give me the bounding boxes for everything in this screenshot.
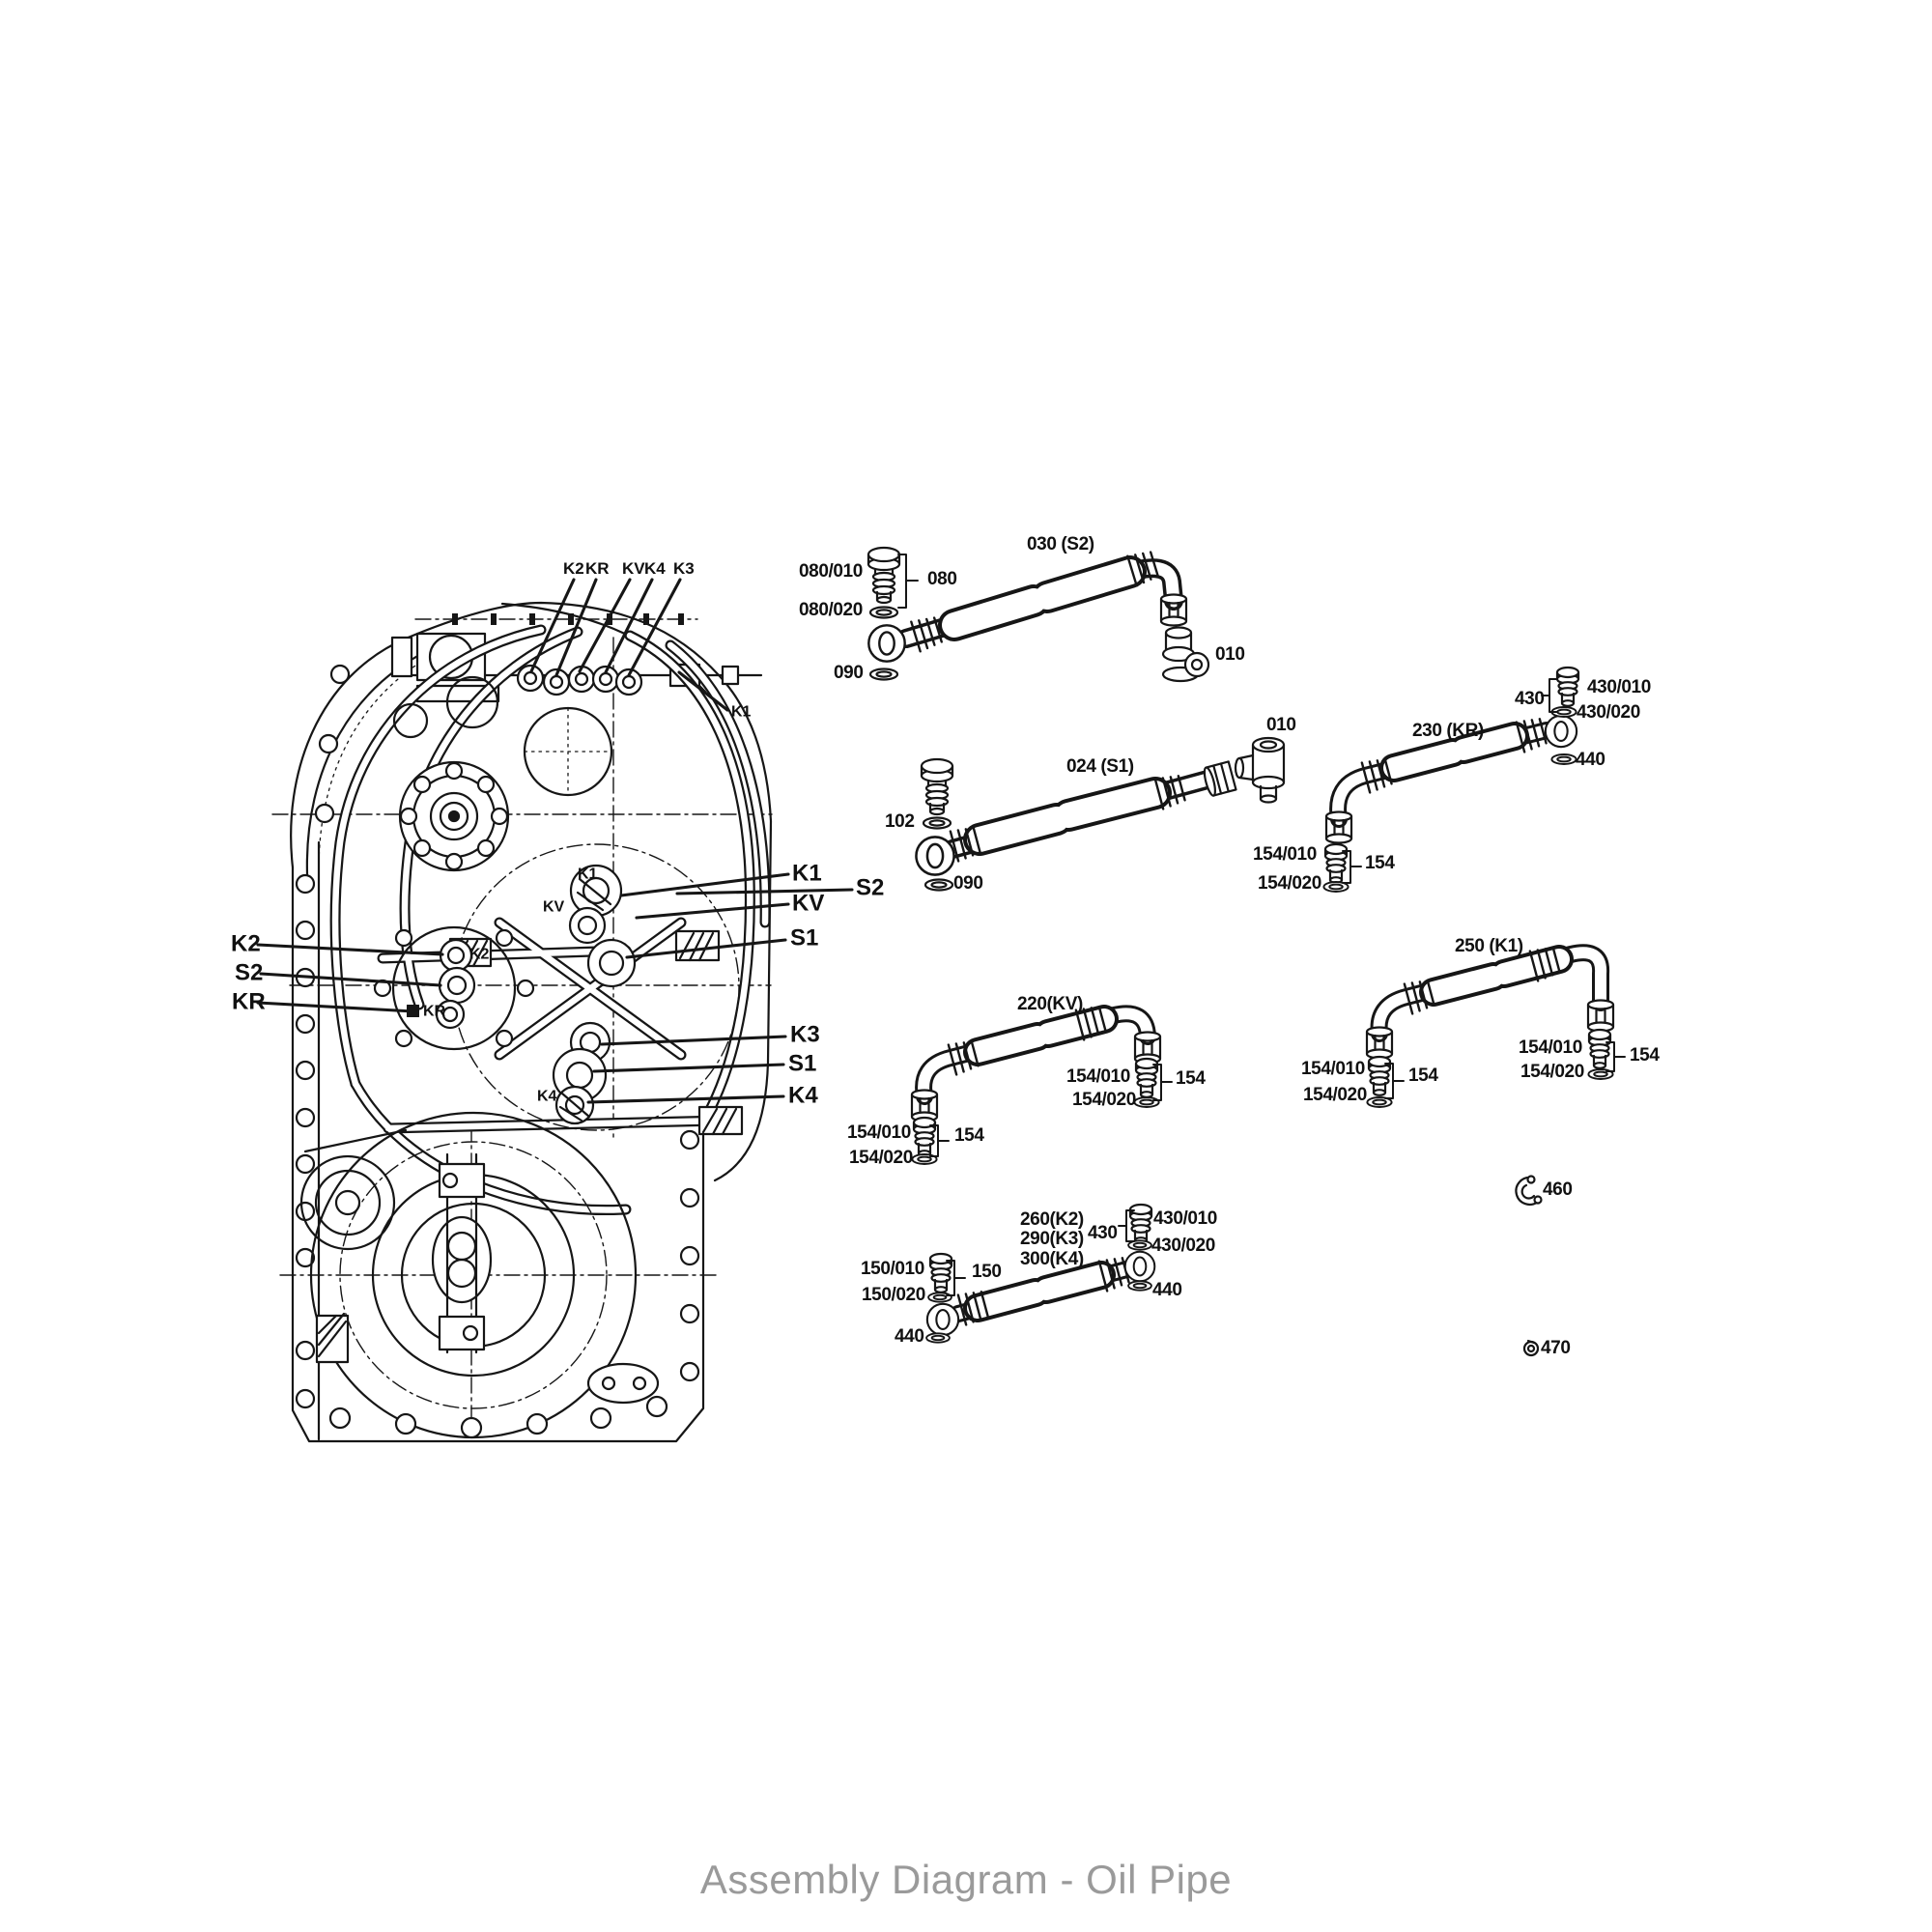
tee-fitting-010-s2 [1161, 626, 1210, 683]
tee-fitting-010-s1 [1234, 736, 1286, 804]
hose-assembly-024-s1 [915, 736, 1286, 892]
hose-assembly-220-kv [910, 1003, 1173, 1165]
hose-assembly-230-kr [1322, 666, 1580, 893]
hose-assembly-260-290-300 [925, 1203, 1156, 1344]
snap-ring-460 [1515, 1175, 1543, 1207]
leader-lines [256, 578, 854, 1104]
gearbox-drawing [271, 601, 774, 1443]
diagram-title: Assembly Diagram - Oil Pipe [699, 1857, 1233, 1902]
hose-assembly-030-s2 [867, 546, 1210, 683]
hose-assembly-250-k1 [1365, 944, 1626, 1108]
ring-470 [1522, 1339, 1540, 1357]
